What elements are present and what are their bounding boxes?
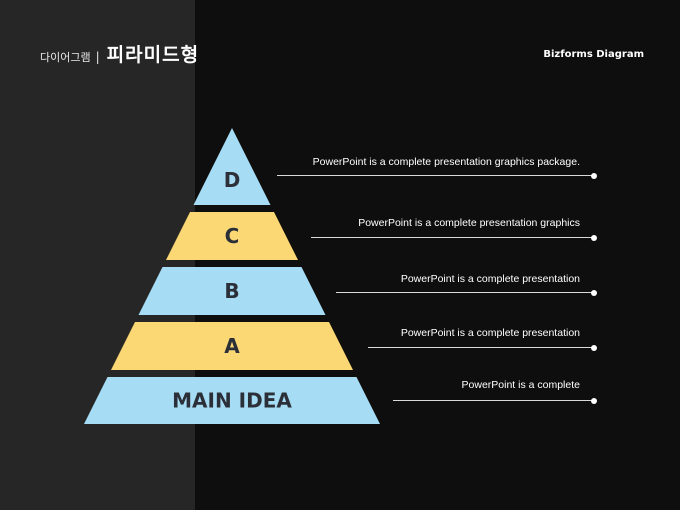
leader-line: [393, 400, 594, 401]
tier-label: D: [224, 168, 241, 192]
leader-dot: [591, 289, 597, 296]
leader-line: [277, 175, 594, 176]
tier-label: MAIN IDEA: [172, 389, 292, 413]
leader-dot: [591, 397, 597, 404]
tier-description: PowerPoint is a complete: [461, 379, 580, 391]
leader-line: [311, 237, 594, 238]
pyramid-tier-3: [138, 267, 326, 315]
leader-line: [336, 292, 594, 293]
tier-description: PowerPoint is a complete presentation: [400, 273, 580, 285]
pyramid-tier-2: [166, 212, 298, 260]
tier-label: A: [224, 334, 240, 358]
pyramid-tier-1: [193, 128, 271, 205]
leader-dot: [591, 344, 597, 351]
tier-description: PowerPoint is a complete presentation gr…: [358, 217, 580, 229]
pyramid-tier-5: [84, 377, 380, 424]
pyramid-tier-4: [111, 322, 353, 370]
tier-description: PowerPoint is a complete presentation: [400, 327, 580, 339]
left-panel: [0, 0, 195, 510]
tier-label: C: [225, 224, 240, 248]
tier-label: B: [224, 279, 239, 303]
leader-dot: [591, 234, 597, 241]
tier-description: PowerPoint is a complete presentation gr…: [312, 156, 580, 168]
leader-dot: [591, 172, 597, 179]
slide-title: 피라미드형: [106, 44, 200, 66]
header-separator: |: [95, 50, 100, 64]
leader-line: [368, 347, 594, 348]
brand-label: Bizforms Diagram: [543, 49, 644, 60]
category-label: 다이어그램: [40, 51, 91, 64]
slide-header: 다이어그램 | 피라미드형: [40, 40, 199, 70]
